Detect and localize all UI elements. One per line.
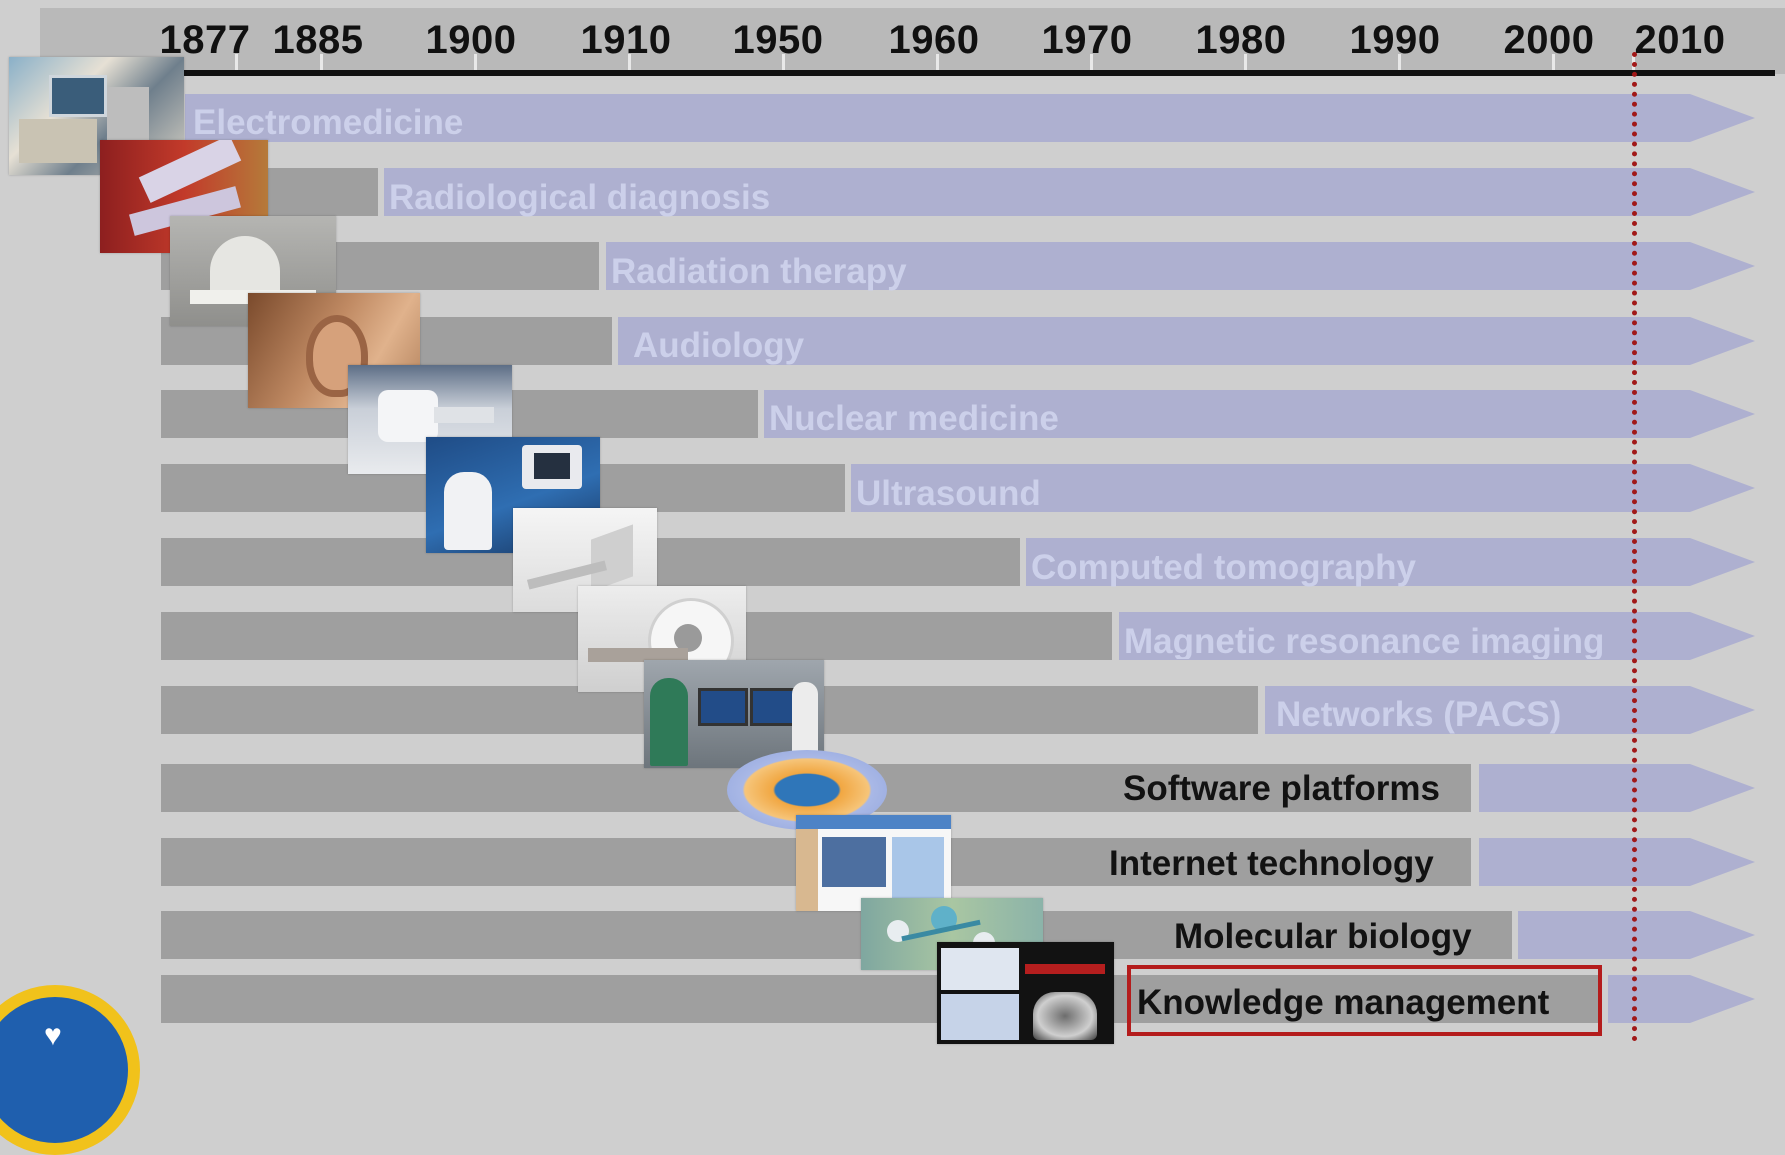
year-label-1885: 1885: [272, 18, 364, 62]
row-molecular-biology-track: [161, 911, 1512, 959]
row-knowledge-management-track: [161, 975, 1601, 1023]
row-radiological-diagnosis-label: Radiological diagnosis: [389, 178, 771, 217]
web-page-screenshot: [796, 815, 951, 911]
row-internet-technology-label: Internet technology: [1109, 844, 1434, 883]
university-logo: ♥: [0, 985, 140, 1155]
row-software-platforms-arrow: [1479, 764, 1755, 812]
row-nuclear-medicine-label: Nuclear medicine: [769, 399, 1059, 438]
year-label-1910: 1910: [580, 18, 672, 62]
knowledge-management-highlight-box: [1127, 965, 1602, 1036]
row-networks-pacs-label: Networks (PACS): [1276, 695, 1562, 734]
year-label-2010: 2010: [1634, 18, 1726, 62]
row-electromedicine-arrow: [185, 94, 1755, 142]
header-band: [40, 8, 1785, 74]
year-label-1990: 1990: [1349, 18, 1441, 62]
year-tick: [1244, 54, 1247, 70]
year-label-2000: 2000: [1503, 18, 1595, 62]
row-software-platforms-label: Software platforms: [1123, 769, 1440, 808]
year-label-1900: 1900: [425, 18, 517, 62]
row-audiology-arrow: [618, 317, 1755, 365]
row-mri-label: Magnetic resonance imaging: [1124, 624, 1605, 659]
year-label-1877: 1877: [159, 18, 251, 62]
row-internet-technology-arrow: [1479, 838, 1755, 886]
year-tick: [474, 54, 477, 70]
year-axis-line: [160, 70, 1775, 76]
row-networks-pacs-arrow: [1265, 686, 1755, 734]
row-radiological-diagnosis-arrow: [384, 168, 1755, 216]
row-audiology-label: Audiology: [633, 326, 805, 365]
year-label-1950: 1950: [732, 18, 824, 62]
row-knowledge-management-arrow: [1608, 975, 1755, 1023]
year-label-1970: 1970: [1041, 18, 1133, 62]
year-tick: [782, 54, 785, 70]
year-tick: [1090, 54, 1093, 70]
year-tick: [320, 54, 323, 70]
year-tick: [936, 54, 939, 70]
row-radiation-therapy-label: Radiation therapy: [611, 252, 907, 291]
year-tick: [235, 54, 238, 70]
timeline-diagram: 1877 1885 1900 1910 1950 1960 1970 1980 …: [0, 8, 1785, 1155]
radiology-viewer-screenshot: [937, 942, 1114, 1044]
row-electromedicine-label: Electromedicine: [193, 103, 464, 142]
row-knowledge-management-label: Knowledge management: [1137, 983, 1550, 1022]
row-computed-tomography-label: Computed tomography: [1031, 548, 1416, 587]
row-ultrasound-arrow: [851, 464, 1755, 512]
current-year-marker: [1632, 52, 1637, 1042]
year-label-1960: 1960: [888, 18, 980, 62]
year-tick: [1552, 54, 1555, 70]
row-radiation-therapy-arrow: [606, 242, 1755, 290]
row-molecular-biology-label: Molecular biology: [1174, 917, 1472, 956]
row-nuclear-medicine-arrow: [764, 390, 1755, 438]
row-mri-arrow: [1119, 612, 1755, 660]
year-tick: [628, 54, 631, 70]
year-tick: [1398, 54, 1401, 70]
year-label-1980: 1980: [1195, 18, 1287, 62]
row-ultrasound-label: Ultrasound: [856, 474, 1041, 513]
heart-icon: ♥: [44, 1019, 62, 1052]
